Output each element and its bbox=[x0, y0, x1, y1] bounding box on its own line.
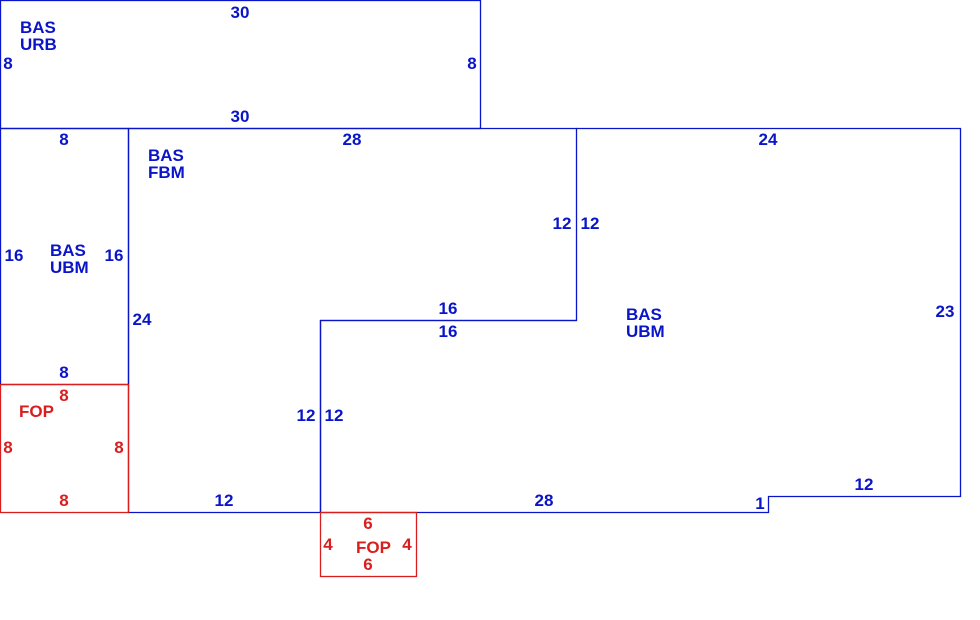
area-top-label-2: URB bbox=[20, 35, 57, 54]
dim-mid-inner-vert: 12 bbox=[553, 214, 572, 233]
dim-right-upper-vert: 12 bbox=[581, 214, 600, 233]
dim-left-top: 8 bbox=[59, 130, 68, 149]
dim-porchB-left: 4 bbox=[323, 535, 333, 554]
dim-right-step: 16 bbox=[439, 322, 458, 341]
dim-left-bottom: 8 bbox=[59, 363, 68, 382]
porch-left-label: FOP bbox=[19, 402, 54, 421]
dim-porchB-top: 6 bbox=[363, 514, 372, 533]
area-right-outline bbox=[319, 127, 962, 514]
dim-porchL-left: 8 bbox=[3, 438, 12, 457]
dim-mid-left: 24 bbox=[133, 310, 152, 329]
dim-left-left: 16 bbox=[5, 246, 24, 265]
dim-right-jog: 1 bbox=[755, 494, 764, 513]
dim-right-top: 24 bbox=[759, 130, 778, 149]
dim-right-bottom: 28 bbox=[535, 491, 554, 510]
porch-bottom-outline bbox=[319, 511, 418, 578]
dim-porchB-right: 4 bbox=[402, 535, 412, 554]
area-middle-label-2: FBM bbox=[148, 163, 185, 182]
porch-left-outline bbox=[0, 383, 130, 514]
area-right-label-2: UBM bbox=[626, 322, 665, 341]
dim-porchL-bottom: 8 bbox=[59, 491, 68, 510]
dim-right-lower-vert: 12 bbox=[325, 406, 344, 425]
dim-porchB-bottom: 6 bbox=[363, 555, 372, 574]
bas-outlines bbox=[0, 0, 962, 514]
porch-bottom-label: FOP bbox=[356, 538, 391, 557]
dim-top-right: 8 bbox=[467, 54, 476, 73]
dim-top-left: 8 bbox=[3, 54, 12, 73]
dim-mid-top: 28 bbox=[343, 130, 362, 149]
dim-top-bottom: 30 bbox=[231, 107, 250, 126]
area-right-label-1: BAS bbox=[626, 305, 662, 324]
area-left-label-2: UBM bbox=[50, 258, 89, 277]
dim-mid-step-top: 16 bbox=[439, 299, 458, 318]
dim-mid-bottom: 12 bbox=[215, 491, 234, 510]
dim-right-bottom-right: 12 bbox=[855, 475, 874, 494]
area-left-label-1: BAS bbox=[50, 241, 86, 260]
dim-mid-lower-vert: 12 bbox=[297, 406, 316, 425]
fop-outlines bbox=[0, 383, 418, 578]
dim-porchL-right: 8 bbox=[114, 438, 123, 457]
dim-porchL-top: 8 bbox=[59, 386, 68, 405]
dim-left-right: 16 bbox=[105, 246, 124, 265]
area-top-label-1: BAS bbox=[20, 18, 56, 37]
dim-top-top: 30 bbox=[231, 3, 250, 22]
area-middle-label-1: BAS bbox=[148, 146, 184, 165]
dim-right-right: 23 bbox=[936, 302, 955, 321]
